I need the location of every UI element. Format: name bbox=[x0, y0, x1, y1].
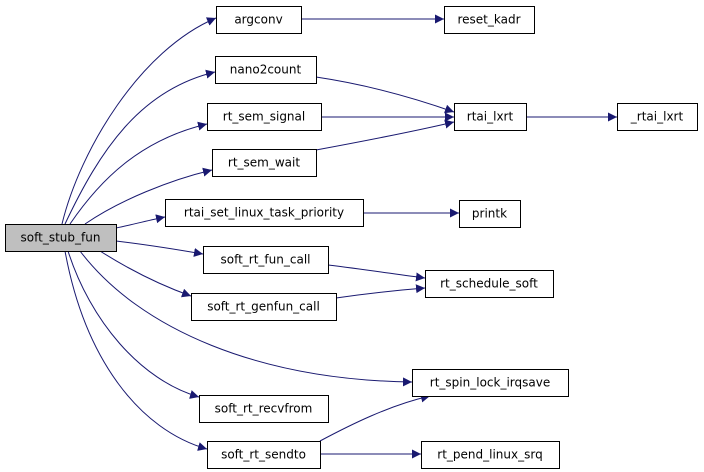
edges-layer bbox=[61, 14, 617, 459]
node-box bbox=[421, 441, 560, 469]
node-box bbox=[617, 103, 698, 131]
edge-soft_rt_genfun_call-to-rt_schedule_soft bbox=[335, 284, 426, 299]
node-box bbox=[454, 103, 527, 131]
nodes-layer: soft_stub_fun argconv reset_kadr nano2count… bbox=[5, 6, 698, 469]
edge-soft_stub_fun-to-rt_spin_lock_irqsave bbox=[79, 250, 413, 387]
node-rt_schedule_soft[interactable]: rt_schedule_soft bbox=[425, 270, 554, 298]
node-label: rtai_set_linux_task_priority bbox=[184, 206, 344, 220]
node-printk[interactable]: printk bbox=[459, 200, 521, 228]
node-label: soft_rt_genfun_call bbox=[207, 300, 320, 314]
edge-soft_stub_fun-to-soft_rt_sendto bbox=[64, 250, 208, 451]
node-label: rt_sem_signal bbox=[223, 110, 305, 124]
node-label: argconv bbox=[234, 13, 282, 27]
edge-soft_stub_fun-to-argconv bbox=[61, 17, 217, 225]
node-_rtai_lxrt[interactable]: _rtai_lxrt bbox=[617, 103, 698, 131]
edge-soft_stub_fun-to-nano2count bbox=[64, 69, 216, 225]
node-argconv[interactable]: argconv bbox=[216, 6, 302, 34]
node-box bbox=[412, 369, 569, 397]
edge-soft_stub_fun-to-soft_rt_fun_call bbox=[115, 240, 204, 257]
node-rt_pend_linux_srq[interactable]: rt_pend_linux_srq bbox=[421, 441, 560, 469]
node-rtai_lxrt[interactable]: rtai_lxrt bbox=[454, 103, 527, 131]
node-box bbox=[199, 395, 329, 423]
node-label: soft_stub_fun bbox=[21, 231, 101, 245]
node-label: printk bbox=[472, 207, 507, 221]
node-label: soft_rt_recvfrom bbox=[215, 402, 313, 416]
node-label: rt_pend_linux_srq bbox=[437, 448, 542, 462]
node-soft_rt_sendto[interactable]: soft_rt_sendto bbox=[207, 441, 321, 469]
node-box bbox=[444, 6, 535, 34]
edge-nano2count-to-rtai_lxrt bbox=[315, 76, 455, 114]
node-soft_rt_recvfrom[interactable]: soft_rt_recvfrom bbox=[199, 395, 329, 423]
node-label: soft_rt_sendto bbox=[221, 448, 306, 462]
node-label: rt_schedule_soft bbox=[440, 277, 538, 291]
node-box bbox=[216, 6, 302, 34]
node-box bbox=[207, 103, 322, 131]
node-soft_rt_fun_call[interactable]: soft_rt_fun_call bbox=[203, 246, 329, 274]
node-rt_spin_lock_irqsave[interactable]: rt_spin_lock_irqsave bbox=[412, 369, 569, 397]
node-nano2count[interactable]: nano2count bbox=[215, 56, 317, 84]
node-label: rt_spin_lock_irqsave bbox=[430, 376, 550, 390]
node-label: reset_kadr bbox=[457, 13, 520, 27]
edge-soft_stub_fun-to-rt_sem_wait bbox=[84, 167, 213, 225]
node-rtai_set_linux_task_priority[interactable]: rtai_set_linux_task_priority bbox=[165, 199, 364, 227]
edge-soft_stub_fun-to-rtai_set_linux_task_priority bbox=[115, 214, 166, 229]
node-box bbox=[191, 293, 337, 321]
node-box bbox=[165, 199, 364, 227]
node-reset_kadr[interactable]: reset_kadr bbox=[444, 6, 535, 34]
node-box bbox=[459, 200, 521, 228]
edge-soft_stub_fun-to-soft_rt_recvfrom bbox=[67, 250, 200, 399]
edge-soft_rt_fun_call-to-rt_schedule_soft bbox=[327, 264, 426, 282]
node-label: _rtai_lxrt bbox=[630, 110, 684, 124]
node-box bbox=[203, 246, 329, 274]
node-label: nano2count bbox=[230, 63, 302, 77]
node-label: rtai_lxrt bbox=[467, 110, 514, 124]
node-label: rt_sem_wait bbox=[228, 156, 300, 170]
edge-rt_sem_wait-to-rtai_lxrt bbox=[315, 119, 455, 151]
edge-soft_rt_sendto-to-rt_spin_lock_irqsave bbox=[319, 393, 431, 442]
node-label: soft_rt_fun_call bbox=[220, 253, 310, 267]
node-box bbox=[5, 224, 117, 252]
node-soft_stub_fun[interactable]: soft_stub_fun bbox=[5, 224, 117, 252]
node-box bbox=[215, 56, 317, 84]
edge-soft_stub_fun-to-rt_sem_signal bbox=[69, 121, 208, 225]
node-box bbox=[425, 270, 554, 298]
node-rt_sem_signal[interactable]: rt_sem_signal bbox=[207, 103, 322, 131]
node-soft_rt_genfun_call[interactable]: soft_rt_genfun_call bbox=[191, 293, 337, 321]
node-box bbox=[207, 441, 321, 469]
node-box bbox=[212, 149, 317, 177]
node-rt_sem_wait[interactable]: rt_sem_wait bbox=[212, 149, 317, 177]
edge-soft_stub_fun-to-soft_rt_genfun_call bbox=[99, 250, 192, 298]
